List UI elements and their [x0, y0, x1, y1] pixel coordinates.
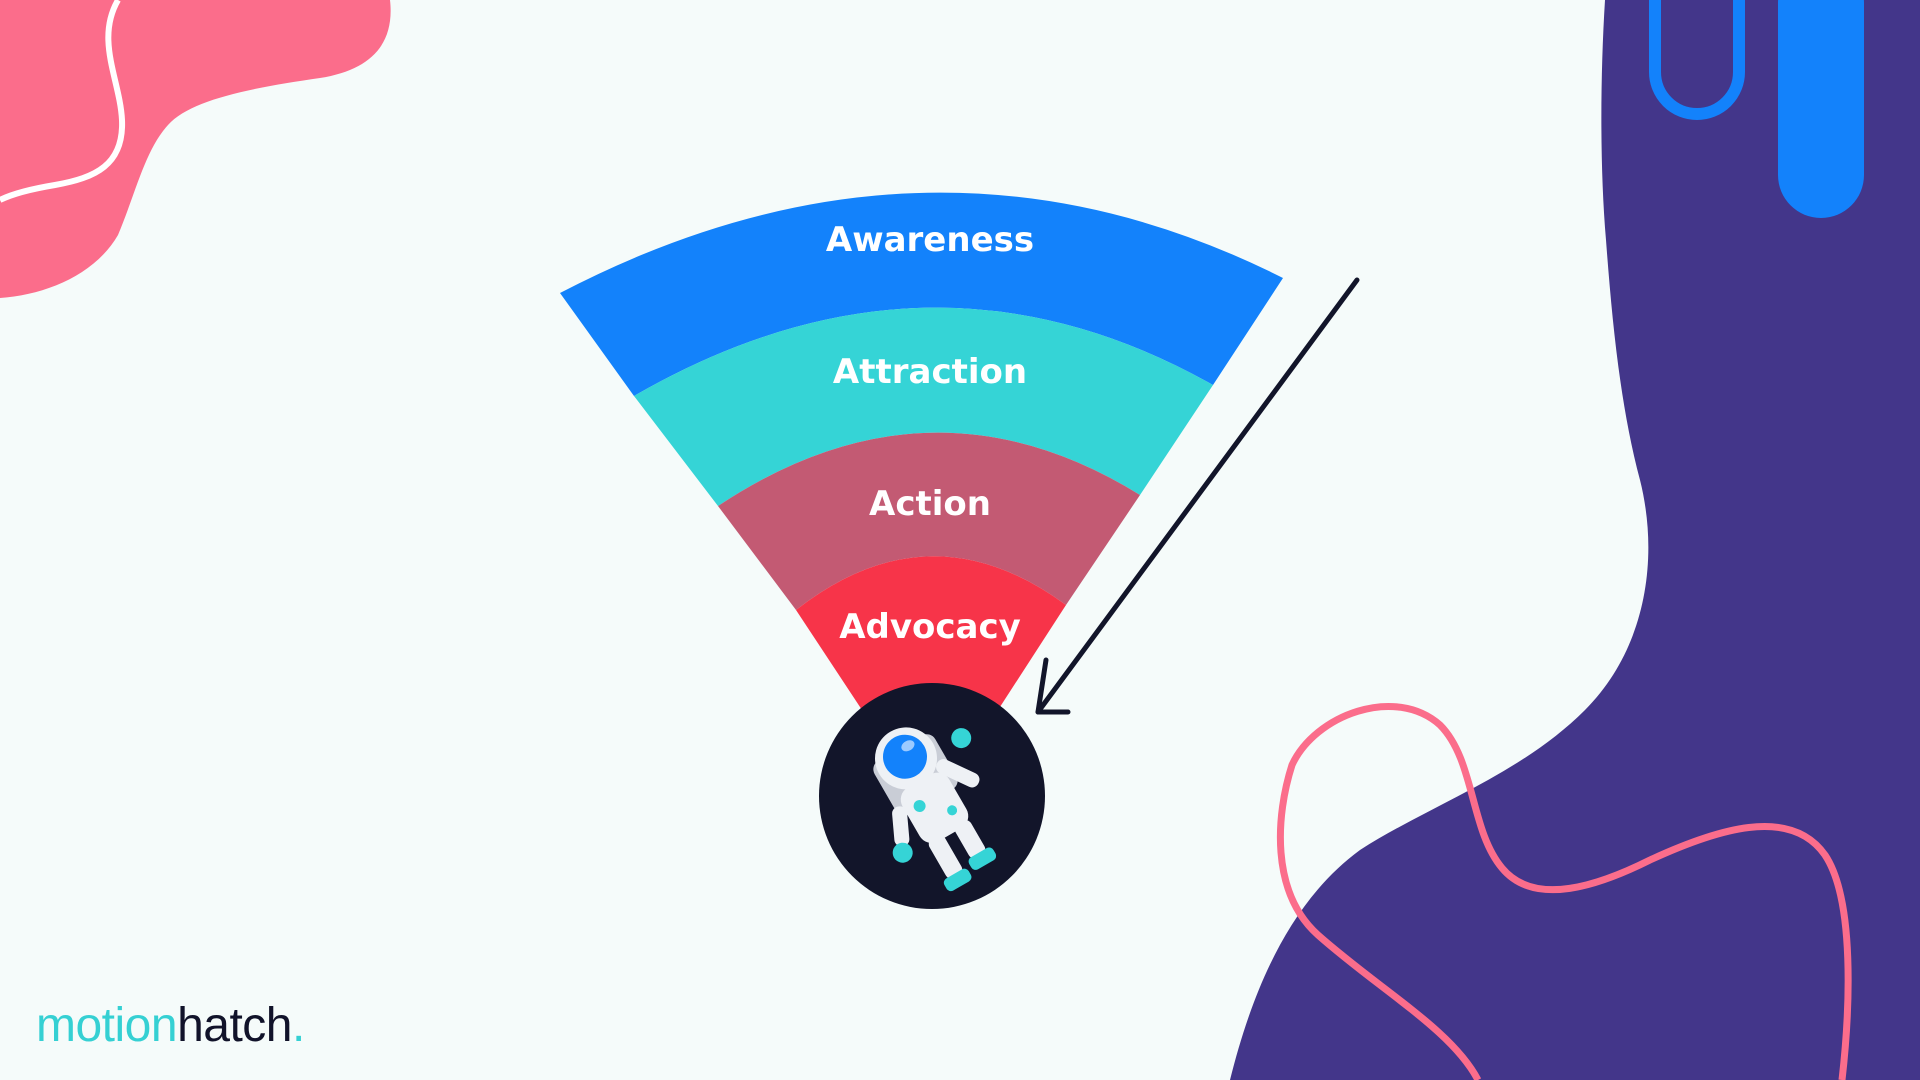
astronaut-icon: [873, 727, 997, 892]
funnel: Awareness Attraction Action Advocacy: [560, 192, 1283, 710]
pink-blob-top-left: [0, 0, 391, 298]
funnel-label-awareness: Awareness: [826, 220, 1034, 260]
funnel-band-advocacy: [796, 556, 1066, 710]
blue-pill-bar: [1778, 0, 1864, 218]
logo-text-motion: motion: [36, 999, 178, 1052]
blue-loop-bar: [1649, 0, 1745, 120]
motionhatch-logo: motionhatch.: [36, 1002, 305, 1050]
funnel-band-awareness: [560, 192, 1283, 396]
logo-text-hatch: hatch: [177, 999, 292, 1052]
funnel-label-action: Action: [869, 484, 991, 524]
logo-dot: .: [292, 999, 305, 1052]
arrow-icon: [1035, 277, 1360, 715]
funnel-label-attraction: Attraction: [833, 352, 1027, 392]
purple-blob-right: [1230, 0, 1920, 1080]
funnel-band-action: [718, 432, 1140, 610]
funnel-label-advocacy: Advocacy: [839, 607, 1021, 647]
funnel-band-attraction: [634, 307, 1213, 506]
pink-squiggle-line: [1276, 702, 1852, 1080]
white-curve-top-left: [0, 0, 126, 203]
